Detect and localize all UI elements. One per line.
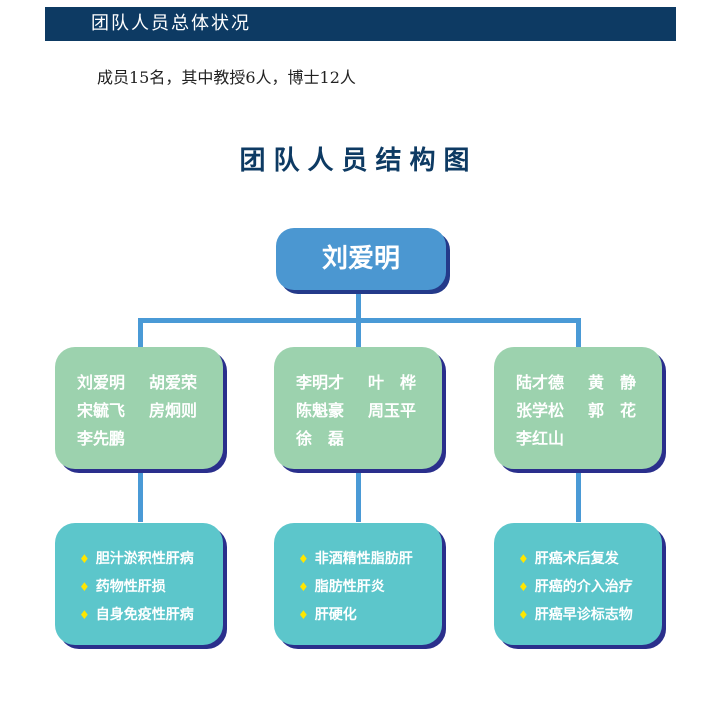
- diamond-bullet-icon: ♦: [79, 608, 90, 622]
- member-row: 陆才德 黄 静: [516, 369, 662, 397]
- member-row: 徐 磊: [296, 425, 442, 453]
- topic-item: ♦ 肝癌早诊标志物: [518, 601, 662, 629]
- topic-label: 肝癌的介入治疗: [534, 579, 633, 595]
- member-row: 宋毓飞 房炯则: [77, 397, 223, 425]
- topic-label: 肝硬化: [314, 607, 357, 623]
- diamond-bullet-icon: ♦: [298, 552, 309, 566]
- connector: [576, 318, 581, 348]
- member-name: 徐 磊: [296, 429, 345, 448]
- diamond-bullet-icon: ♦: [298, 580, 309, 594]
- member-box: 刘爱明 胡爱荣宋毓飞 房炯则李先鹏: [55, 347, 223, 469]
- member-name: 张学松: [516, 401, 565, 420]
- topic-label: 脂肪性肝炎: [314, 579, 385, 595]
- topic-label: 胆汁淤积性肝病: [95, 551, 194, 567]
- topic-box: ♦ 肝癌术后复发 ♦ 肝癌的介入治疗 ♦ 肝癌早诊标志物: [494, 523, 662, 645]
- member-name: 周玉平: [368, 401, 417, 420]
- topic-item: ♦ 肝癌术后复发: [518, 545, 662, 573]
- member-row: 李先鹏: [77, 425, 223, 453]
- topic-label: 肝癌术后复发: [534, 551, 619, 567]
- topic-label: 药物性肝损: [95, 579, 166, 595]
- member-name: 郭 花: [588, 401, 637, 420]
- member-name: 李红山: [516, 429, 565, 448]
- connector: [138, 318, 143, 348]
- topic-item: ♦ 药物性肝损: [79, 573, 223, 601]
- diamond-bullet-icon: ♦: [518, 552, 529, 566]
- member-name: 陈魁豪: [296, 401, 345, 420]
- topic-label: 肝癌早诊标志物: [534, 607, 633, 623]
- diamond-bullet-icon: ♦: [518, 608, 529, 622]
- connector: [356, 318, 361, 348]
- member-row: 李红山: [516, 425, 662, 453]
- diamond-bullet-icon: ♦: [298, 608, 309, 622]
- topic-item: ♦ 非酒精性脂肪肝: [298, 545, 442, 573]
- member-name: 宋毓飞: [77, 401, 126, 420]
- member-name: 黄 静: [588, 373, 637, 392]
- connector: [138, 472, 143, 522]
- member-row: 张学松 郭 花: [516, 397, 662, 425]
- section-header: 团队人员总体状况: [45, 7, 676, 41]
- topic-item: ♦ 胆汁淤积性肝病: [79, 545, 223, 573]
- topic-item: ♦ 肝硬化: [298, 601, 442, 629]
- team-summary: 成员15名，其中教授6人，博士12人: [97, 68, 356, 87]
- member-name: 房炯则: [149, 401, 198, 420]
- topic-box: ♦ 胆汁淤积性肝病 ♦ 药物性肝损 ♦ 自身免疫性肝病: [55, 523, 223, 645]
- member-box: 陆才德 黄 静张学松 郭 花李红山: [494, 347, 662, 469]
- connector: [356, 472, 361, 522]
- topic-item: ♦ 肝癌的介入治疗: [518, 573, 662, 601]
- diamond-bullet-icon: ♦: [79, 552, 90, 566]
- member-name: 刘爱明: [77, 373, 126, 392]
- diamond-bullet-icon: ♦: [518, 580, 529, 594]
- connector: [356, 290, 361, 322]
- topic-item: ♦ 脂肪性肝炎: [298, 573, 442, 601]
- diagram-title: 团队人员结构图: [239, 146, 478, 176]
- member-name: 陆才德: [516, 373, 565, 392]
- member-row: 李明才 叶 桦: [296, 369, 442, 397]
- member-name: 叶 桦: [368, 373, 417, 392]
- topic-item: ♦ 自身免疫性肝病: [79, 601, 223, 629]
- connector: [576, 472, 581, 522]
- topic-label: 自身免疫性肝病: [95, 607, 194, 623]
- diamond-bullet-icon: ♦: [79, 580, 90, 594]
- member-row: 陈魁豪 周玉平: [296, 397, 442, 425]
- root-node: 刘爱明: [276, 228, 446, 290]
- member-name: 李先鹏: [77, 429, 126, 448]
- topic-box: ♦ 非酒精性脂肪肝 ♦ 脂肪性肝炎 ♦ 肝硬化: [274, 523, 442, 645]
- member-name: 李明才: [296, 373, 345, 392]
- member-box: 李明才 叶 桦陈魁豪 周玉平徐 磊: [274, 347, 442, 469]
- topic-label: 非酒精性脂肪肝: [314, 551, 413, 567]
- member-name: 胡爱荣: [149, 373, 198, 392]
- member-row: 刘爱明 胡爱荣: [77, 369, 223, 397]
